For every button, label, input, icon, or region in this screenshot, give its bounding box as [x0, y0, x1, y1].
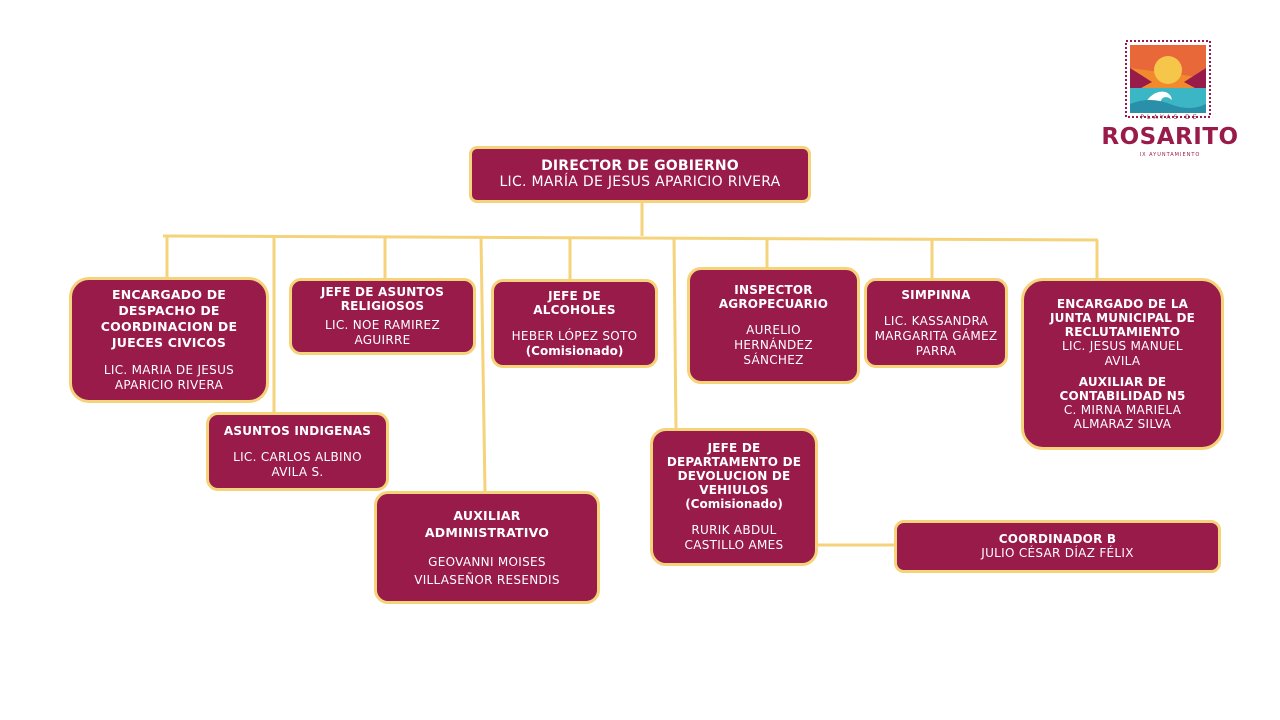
- indigenas-box: ASUNTOS INDIGENAS LIC. CARLOS ALBINO AVI…: [206, 412, 389, 491]
- simpinna-title: SIMPINNA: [901, 287, 971, 302]
- junta-box: ENCARGADO DE LA JUNTA MUNICIPAL DE RECLU…: [1021, 278, 1224, 450]
- logo-top-text: PLAYAS DE: [1140, 114, 1200, 121]
- alcoholes-name: HEBER LÓPEZ SOTO: [511, 329, 638, 343]
- simpinna-name: LIC. KASSANDRA MARGARITA GÁMEZ PARRA: [874, 313, 998, 358]
- stem-devolucion: [672, 237, 678, 430]
- alcoholes-box: JEFE DE ALCOHOLES HEBER LÓPEZ SOTO (Comi…: [491, 279, 658, 368]
- stem-auxiliar: [479, 236, 487, 493]
- jueces-name: LIC. MARIA DE JESUS APARICIO RIVERA: [103, 363, 235, 392]
- logo-name: ROSARITO: [1101, 124, 1239, 150]
- junta-name2: C. MIRNA MARIELA ALMARAZ SILVA: [1063, 403, 1182, 431]
- jueces-box: ENCARGADO DE DESPACHO DE COORDINACION DE…: [69, 277, 269, 403]
- religiosos-title: JEFE DE ASUNTOS RELIGIOSOS: [320, 285, 445, 313]
- auxiliar-box: AUXILIAR ADMINISTRATIVO GEOVANNI MOISES …: [374, 491, 600, 604]
- simpinna-box: SIMPINNA LIC. KASSANDRA MARGARITA GÁMEZ …: [864, 278, 1008, 368]
- director-title: DIRECTOR DE GOBIERNO: [541, 158, 739, 174]
- coordinador-box: COORDINADOR B JULIO CÉSAR DÍAZ FÉLIX: [894, 520, 1221, 573]
- alcoholes-title: JEFE DE ALCOHOLES: [533, 289, 616, 317]
- devolucion-title: JEFE DE DEPARTAMENTO DE DEVOLUCION DE VE…: [666, 441, 802, 497]
- inspector-title: INSPECTOR AGROPECUARIO: [718, 283, 829, 311]
- indigenas-name: LIC. CARLOS ALBINO AVILA S.: [233, 449, 362, 479]
- religiosos-name: LIC. NOE RAMIREZ AGUIRRE: [325, 318, 440, 347]
- indigenas-title: ASUNTOS INDIGENAS: [223, 423, 372, 438]
- inspector-name: AURELIO HERNÁNDEZ SÁNCHEZ: [734, 323, 813, 367]
- coordinador-title: COORDINADOR B: [998, 532, 1117, 546]
- jueces-title: ENCARGADO DE DESPACHO DE COORDINACION DE…: [100, 287, 238, 350]
- director-name: LIC. MARÍA DE JESUS APARICIO RIVERA: [499, 174, 781, 190]
- devolucion-note: (Comisionado): [685, 497, 783, 511]
- junta-name: LIC. JESUS MANUEL AVILA: [1062, 339, 1183, 368]
- main-bus: [162, 234, 1099, 242]
- auxiliar-name: GEOVANNI MOISES VILLASEÑOR RESENDIS: [414, 554, 560, 587]
- auxiliar-title: AUXILIAR ADMINISTRATIVO: [424, 507, 550, 540]
- rosarito-logo-icon: [1125, 40, 1211, 118]
- devolucion-box: JEFE DE DEPARTAMENTO DE DEVOLUCION DE VE…: [650, 428, 818, 566]
- logo-sub-text: IX AYUNTAMIENTO: [1139, 152, 1201, 158]
- junta-title: ENCARGADO DE LA JUNTA MUNICIPAL DE RECLU…: [1050, 297, 1195, 339]
- religiosos-box: JEFE DE ASUNTOS RELIGIOSOS LIC. NOE RAMI…: [289, 278, 476, 355]
- director-box: DIRECTOR DE GOBIERNO LIC. MARÍA DE JESUS…: [469, 146, 811, 203]
- coordinador-name: JULIO CÉSAR DÍAZ FÉLIX: [981, 546, 1134, 560]
- alcoholes-note: (Comisionado): [525, 344, 624, 358]
- junta-title2: AUXILIAR DE CONTABILIDAD N5: [1059, 375, 1186, 403]
- devolucion-name: RURIK ABDUL CASTILLO AMES: [684, 523, 784, 552]
- inspector-box: INSPECTOR AGROPECUARIO AURELIO HERNÁNDEZ…: [687, 267, 860, 384]
